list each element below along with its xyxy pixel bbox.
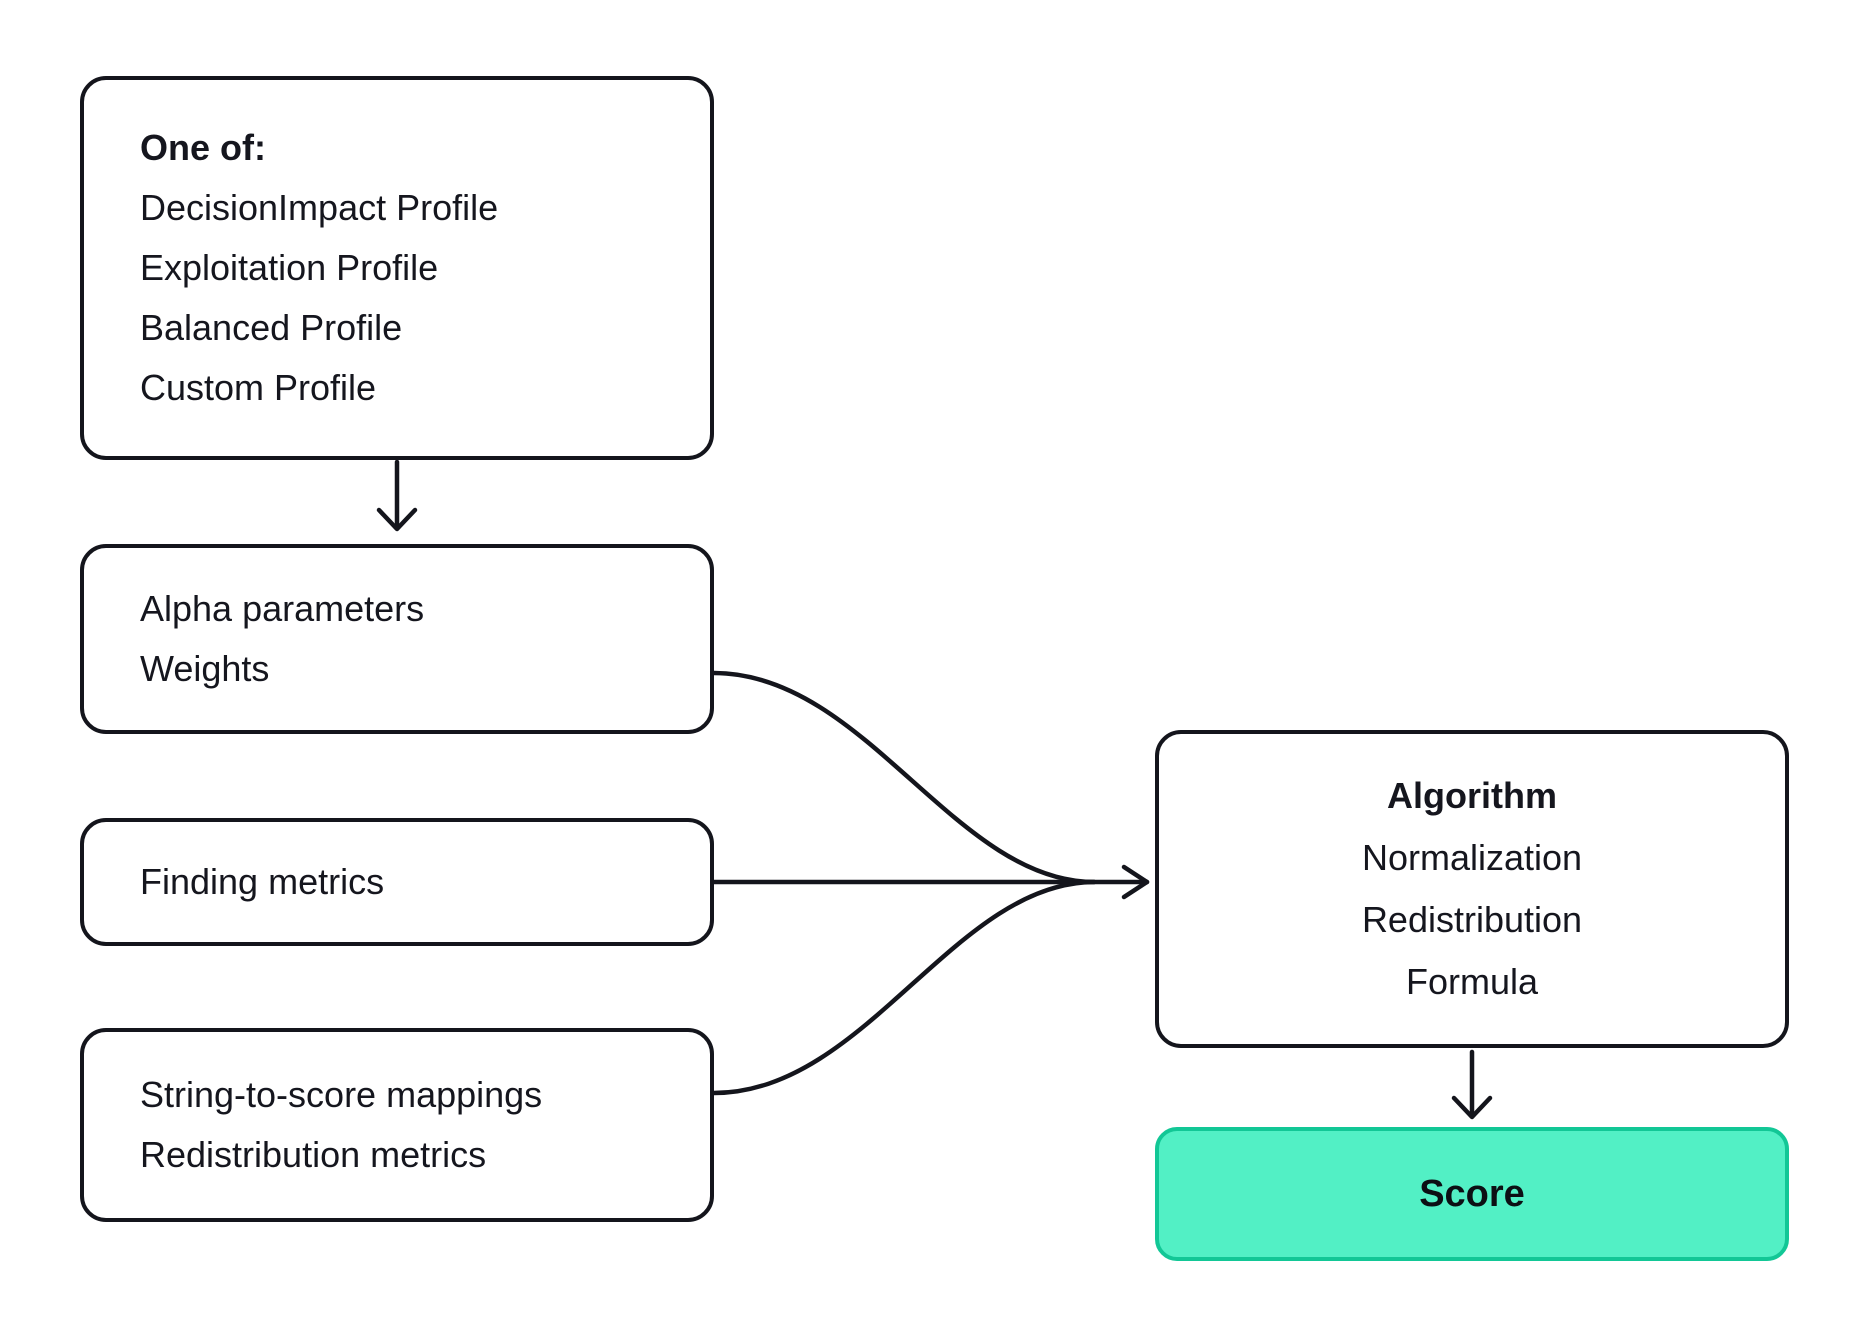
node-profiles-line: Exploitation Profile [140,247,439,288]
node-profiles-line: Custom Profile [140,367,377,408]
node-profiles-title: One of: [140,127,266,168]
node-algorithm-title: Algorithm [1387,775,1557,816]
node-score: Score [1155,1127,1789,1261]
connector-mappings-to-algorithm [711,879,1097,1096]
arrow-right-icon [1121,864,1150,900]
node-score-title: Score [1419,1173,1525,1215]
node-finding-metrics: Finding metrics [80,818,714,946]
node-algorithm-line: Formula [1405,961,1539,1002]
node-algorithm-line: Redistribution [1361,899,1583,940]
arrow-down-icon [376,507,418,532]
arrow-down-icon [1451,1095,1493,1120]
node-finding-metrics-line: Finding metrics [140,861,385,902]
connector-parameters-to-algorithm [711,670,1097,885]
node-parameters: Alpha parameters Weights [80,544,714,734]
node-profiles: One of: DecisionImpact Profile Exploitat… [80,76,714,460]
node-profiles-line: Balanced Profile [140,307,403,348]
node-mappings: String-to-score mappings Redistribution … [80,1028,714,1222]
node-algorithm-line: Normalization [1361,837,1583,878]
node-parameters-line: Alpha parameters [140,588,425,629]
node-algorithm: Algorithm Normalization Redistribution F… [1155,730,1789,1048]
node-profiles-line: DecisionImpact Profile [140,187,499,228]
node-mappings-line: String-to-score mappings [140,1074,543,1115]
node-mappings-line: Redistribution metrics [140,1134,487,1175]
node-parameters-line: Weights [140,648,270,689]
